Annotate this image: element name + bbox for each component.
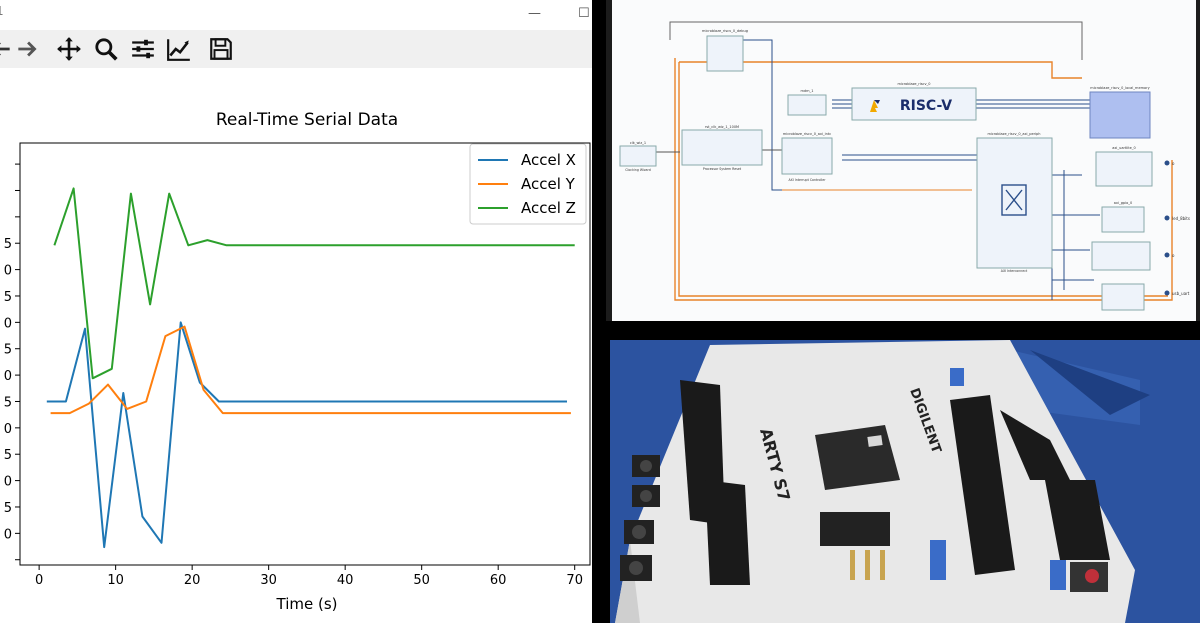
legend-label: Accel Y bbox=[521, 175, 576, 193]
svg-text:o: o bbox=[1172, 161, 1175, 166]
y-axis: 0 5 0 5 0 5 0 5 0 5 0 5 bbox=[4, 163, 20, 561]
plot-toolbar bbox=[0, 30, 592, 69]
svg-text:axi_gpio_0: axi_gpio_0 bbox=[1114, 201, 1132, 205]
block-periph[interactable]: microblaze_riscv_0_axi_periph AXI Interc… bbox=[976, 132, 1053, 273]
block-reset[interactable]: rst_clk_wiz_1_100M Processor System Rese… bbox=[681, 125, 763, 171]
x-axis: 0 10 20 30 40 50 60 70 bbox=[35, 565, 583, 588]
axes-frame bbox=[19, 142, 591, 566]
jumper bbox=[930, 540, 946, 580]
svg-text:microblaze_riscv_0_debug: microblaze_riscv_0_debug bbox=[702, 29, 748, 33]
svg-text:AXI Interrupt Controller: AXI Interrupt Controller bbox=[788, 178, 826, 182]
svg-text:AXI Interconnect: AXI Interconnect bbox=[1001, 269, 1028, 273]
minimize-button[interactable]: — bbox=[528, 6, 541, 21]
pan-icon[interactable] bbox=[54, 34, 84, 64]
y-tick-label: 5 bbox=[4, 395, 12, 410]
y-tick-label: 5 bbox=[4, 343, 12, 358]
zoom-icon[interactable] bbox=[91, 34, 121, 64]
svg-text:microblaze_riscv_0_local_memor: microblaze_riscv_0_local_memory bbox=[1090, 86, 1149, 90]
plot-window: 1 — ☐ bbox=[0, 0, 592, 623]
block-gpio[interactable]: axi_gpio_0 bbox=[1101, 201, 1145, 233]
axes-border bbox=[19, 142, 591, 566]
legend: Accel X Accel Y Accel Z bbox=[469, 143, 587, 225]
y-tick-label: 5 bbox=[4, 290, 12, 305]
series-group bbox=[46, 187, 575, 549]
block-generic-1[interactable] bbox=[1091, 241, 1151, 271]
x-tick-label: 60 bbox=[490, 573, 507, 588]
block-design-canvas: microblaze_riscv_0_debug rst_clk_wiz_1_1… bbox=[612, 0, 1196, 321]
svg-text:RISC-V: RISC-V bbox=[900, 98, 952, 114]
svg-text:o: o bbox=[1172, 253, 1175, 258]
gold-pins bbox=[850, 550, 885, 580]
y-tick-label: 0 bbox=[4, 369, 12, 384]
block-debug[interactable]: microblaze_riscv_0_debug bbox=[702, 29, 748, 72]
save-icon[interactable] bbox=[206, 34, 236, 64]
block-mdm[interactable]: mdm_1 bbox=[787, 89, 827, 116]
svg-text:microblaze_riscv_0_axi_periph: microblaze_riscv_0_axi_periph bbox=[987, 132, 1040, 136]
x-tick-label: 30 bbox=[260, 573, 277, 588]
legend-label: Accel Z bbox=[521, 199, 576, 217]
x-tick-label: 10 bbox=[107, 573, 124, 588]
y-tick-label: 0 bbox=[4, 527, 12, 542]
forward-icon[interactable] bbox=[12, 34, 42, 64]
svg-text:rst_clk_wiz_1_100M: rst_clk_wiz_1_100M bbox=[705, 125, 739, 129]
push-buttons bbox=[620, 455, 1108, 592]
block-uart[interactable]: axi_uartlite_0 bbox=[1095, 146, 1153, 187]
svg-text:mdm_1: mdm_1 bbox=[800, 89, 813, 93]
y-tick-label: 0 bbox=[4, 422, 12, 437]
x-axis-label: Time (s) bbox=[276, 595, 338, 613]
jumper bbox=[950, 368, 964, 386]
block-generic-2[interactable] bbox=[1101, 283, 1145, 311]
series-line-accel-y bbox=[50, 325, 571, 415]
y-tick-label: 5 bbox=[4, 448, 12, 463]
x-tick-label: 20 bbox=[184, 573, 201, 588]
subplots-icon[interactable] bbox=[128, 34, 158, 64]
block-memory[interactable]: microblaze_riscv_0_local_memory bbox=[1089, 86, 1151, 139]
maximize-button[interactable]: ☐ bbox=[578, 6, 590, 21]
y-tick-label: 5 bbox=[4, 237, 12, 252]
block-riscv[interactable]: microblaze_riscv_0 RISC-V bbox=[851, 82, 977, 121]
fpga-chip bbox=[815, 425, 900, 490]
svg-text:clk_wiz_1: clk_wiz_1 bbox=[630, 141, 646, 145]
svg-text:led_8bits: led_8bits bbox=[1172, 216, 1190, 221]
y-tick-label: 0 bbox=[4, 316, 12, 331]
pin-headers bbox=[680, 380, 1110, 585]
window-titlebar: 1 — ☐ bbox=[0, 0, 592, 30]
block-intc[interactable]: microblaze_riscv_0_axi_intc AXI Interrup… bbox=[781, 132, 833, 182]
legend-label: Accel X bbox=[521, 151, 576, 169]
x-tick-label: 40 bbox=[337, 573, 354, 588]
jumper bbox=[1050, 560, 1066, 590]
y-tick-label: 0 bbox=[4, 264, 12, 279]
svg-text:axi_uartlite_0: axi_uartlite_0 bbox=[1112, 146, 1136, 150]
block-design-view: microblaze_riscv_0_debug rst_clk_wiz_1_1… bbox=[606, 0, 1200, 321]
svg-text:microblaze_riscv_0: microblaze_riscv_0 bbox=[897, 82, 930, 86]
window-title: 1 bbox=[0, 4, 4, 18]
svg-text:Clocking Wizard: Clocking Wizard bbox=[625, 168, 650, 172]
port-list: o led_8bits o usb_uart bbox=[1164, 160, 1190, 296]
x-tick-label: 70 bbox=[566, 573, 583, 588]
chart-title: Real-Time Serial Data bbox=[216, 110, 398, 130]
series-line-accel-z bbox=[53, 187, 575, 380]
legend-box bbox=[469, 143, 587, 225]
series-line-accel-x bbox=[46, 321, 567, 549]
edit-axis-icon[interactable] bbox=[164, 34, 194, 64]
svg-text:microblaze_riscv_0_axi_intc: microblaze_riscv_0_axi_intc bbox=[783, 132, 831, 136]
block-clk[interactable]: clk_wiz_1 Clocking Wizard bbox=[619, 141, 657, 172]
ram-chip bbox=[820, 512, 890, 546]
svg-text:usb_uart: usb_uart bbox=[1172, 291, 1190, 296]
x-tick-label: 50 bbox=[413, 573, 430, 588]
x-tick-label: 0 bbox=[35, 573, 43, 588]
y-tick-label: 0 bbox=[4, 475, 12, 490]
board-photo: ARTY S7 DIGILENT bbox=[610, 340, 1200, 623]
back-icon[interactable] bbox=[0, 34, 16, 64]
svg-text:Processor System Reset: Processor System Reset bbox=[703, 167, 742, 171]
y-tick-label: 5 bbox=[4, 501, 12, 516]
